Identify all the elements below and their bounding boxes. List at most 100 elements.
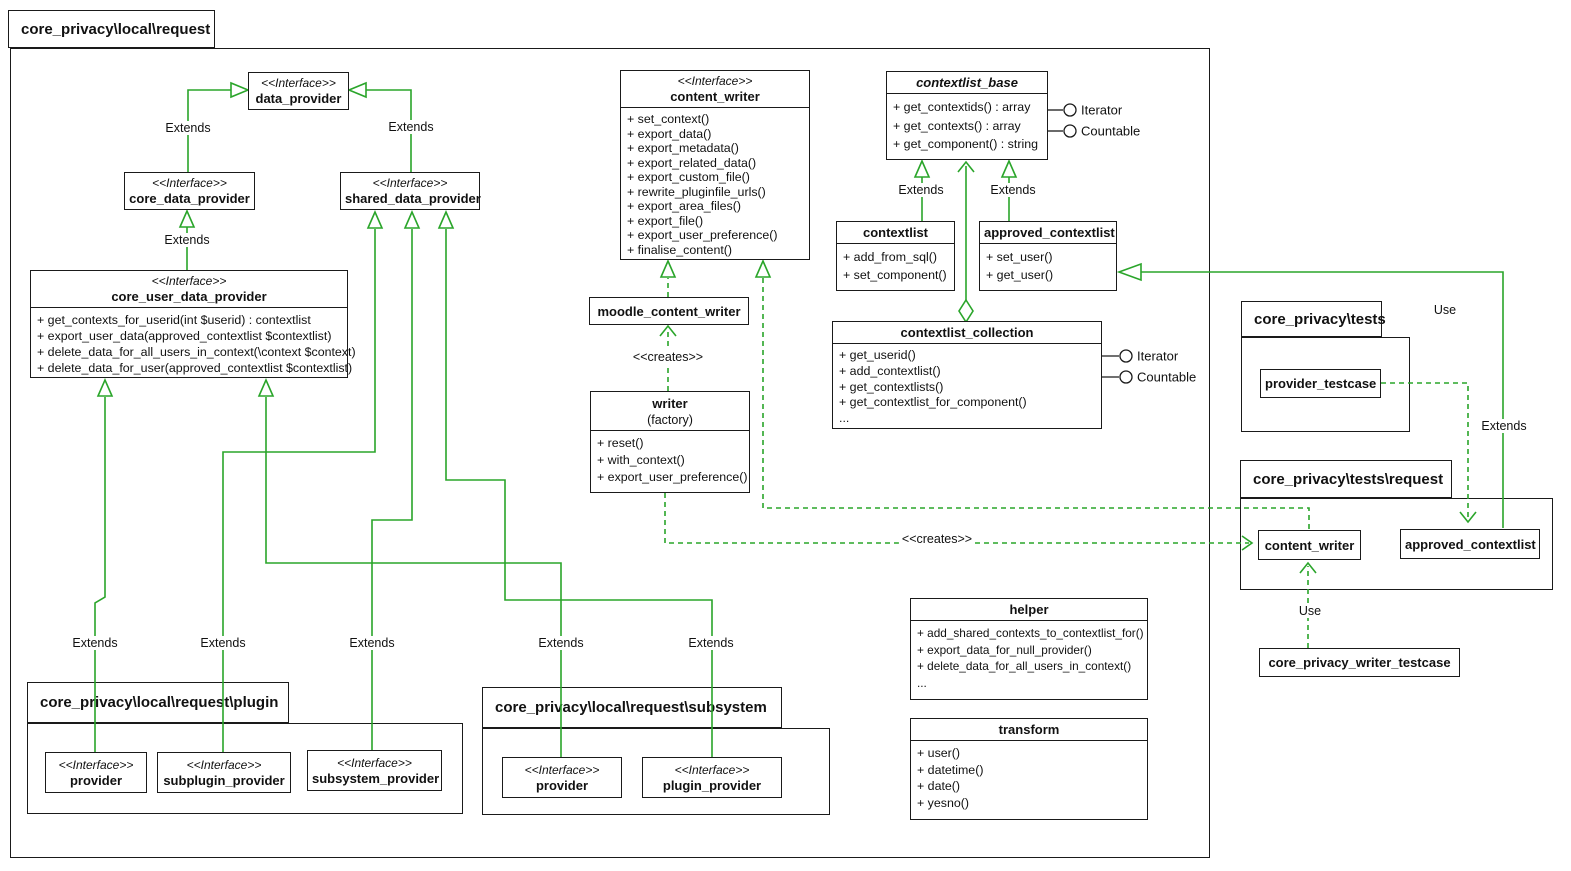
class-box-core-user-data-provider: <<Interface>> core_user_data_provider + … [30,270,356,378]
edge-label-use: Use [1430,303,1460,317]
method-list: + add_shared_contexts_to_contextlist_for… [911,621,1147,695]
class-header: transform [911,719,1147,741]
lollipop-label-iterator: Iterator [1137,348,1179,364]
edge-label-extends: Extends [162,121,214,135]
method: + export_data_for_null_provider() [917,642,1092,657]
method-list: + get_contextids() : array + get_contexts… [887,94,1047,158]
class-box-subsystem-plugin-provider: <<Interface>> plugin_provider [642,757,782,798]
method: + get_component() : string [893,137,1038,151]
method-list: + set_user()+ get_user() [980,244,1116,288]
class-name: writer [652,396,688,411]
method: + export_user_preference() [627,228,778,242]
lollipop-label-countable: Countable [1137,369,1197,385]
method: ... [839,411,850,426]
method: + rewrite_pluginfile_urls() [627,184,766,199]
edge-label-extends: Extends [385,120,437,134]
method-list: + reset()+ with_context()+ export_user_p… [591,431,749,490]
edge-label-extends: Extends [895,183,947,197]
lollipop-label-countable: Countable [1081,123,1141,139]
class-box-approved-contextlist: approved_contextlist + set_user()+ get_u… [979,221,1117,291]
method: + set_component() [843,268,947,282]
class-header: writer (factory) [591,392,749,431]
class-name: shared_data_provider [345,191,481,206]
method: + add_from_sql() [843,250,938,264]
class-name: core_privacy_writer_testcase [1268,655,1451,670]
class-header: <<Interface>> shared_data_provider [341,173,481,209]
class-box-tests-content-writer: content_writer [1258,530,1361,560]
lollipop-label-iterator: Iterator [1081,102,1123,118]
class-header: approved_contextlist [980,222,1116,244]
edge-label-creates: <<creates>> [629,350,707,364]
class-box-content-writer: <<Interface>> content_writer + set_conte… [620,70,810,260]
class-box-moodle-content-writer: moodle_content_writer [589,297,749,325]
method: + get_contextids() : array [893,100,1031,114]
stereotype: <<Interface>> [186,757,262,772]
method: + delete_data_for_user(approved_contextl… [37,361,353,375]
stereotype: <<Interface>> [151,274,227,288]
edge-label-creates: <<creates>> [898,532,976,546]
edge-label-extends: Extends [987,183,1039,197]
edge-label-extends: Extends [197,636,249,650]
package-title: core_privacy\tests [1254,310,1386,328]
package-tab-tests: core_privacy\tests [1241,301,1386,337]
method: + get_contextlist_for_component() [839,395,1027,410]
package-title: core_privacy\tests\request [1253,470,1444,488]
class-name: subplugin_provider [163,772,285,788]
method: + finalise_content() [627,242,733,257]
method: + get_userid() [839,348,916,362]
class-header: helper [911,599,1147,621]
stereotype: <<Interface>> [524,762,600,777]
package-tab-tests-request: core_privacy\tests\request [1240,460,1452,498]
edge-label-use: Use [1295,604,1325,618]
method: + export_data() [627,126,712,141]
class-name: core_user_data_provider [111,289,267,304]
method: + export_user_preference() [597,470,748,484]
class-box-subsystem-provider: <<Interface>> subsystem_provider [307,750,442,791]
method: + export_user_data(approved_contextlist … [37,329,332,343]
method-list: + get_userid()+ add_contextlist() + get_c… [833,344,1101,431]
method: + get_contexts() : array [893,118,1021,133]
class-name: helper [1009,602,1049,617]
class-box-provider-testcase: provider_testcase [1260,369,1381,398]
class-header: <<Interface>> core_data_provider [125,173,254,209]
class-name: contextlist_base [916,75,1018,90]
class-box-contextlist-base: contextlist_base + get_contextids() : ar… [886,71,1048,160]
method: + export_custom_file() [627,170,750,184]
stereotype: <<Interface>> [674,762,750,777]
method: + export_metadata() [627,141,739,155]
method: + reset() [597,436,644,450]
edge-label-extends: Extends [346,636,398,650]
class-box-transform: transform + user()+ datetime()+ date()+ … [910,718,1148,820]
class-name: content_writer [1264,537,1355,553]
method: + export_area_files() [627,199,741,213]
edge-label-extends: Extends [69,636,121,650]
class-name: provider [69,772,122,788]
package-tab-core-privacy-local-request: core_privacy\local\request [8,10,215,48]
method: + set_context() [627,112,710,126]
method: + yesno() [917,795,969,810]
stereotype: <<Interface>> [337,755,412,770]
class-header: contextlist_collection [833,322,1101,344]
class-box-contextlist: contextlist + add_from_sql() + set_compon… [836,221,955,291]
method-list: + set_context()+ export_data()+ export_m… [621,108,809,261]
method: + add_contextlist() [839,363,941,378]
class-box-subplugin-provider: <<Interface>> subplugin_provider [157,752,291,793]
method-list: + add_from_sql() + set_component() [837,244,954,288]
method: + delete_data_for_all_users_in_context() [917,659,1132,673]
method: ... [917,675,927,690]
stereotype: <<Interface>> [58,757,134,772]
stereotype: <<Interface>> [261,76,336,90]
class-header: contextlist [837,222,954,244]
class-name: core_data_provider [129,191,250,206]
edge-label-extends: Extends [161,233,213,247]
class-header: contextlist_base [887,72,1047,94]
class-name: content_writer [670,89,760,104]
package-title: core_privacy\local\request\plugin [40,694,279,711]
method: + user() [917,746,961,760]
method: + set_user() [986,250,1053,264]
class-box-helper: helper + add_shared_contexts_to_contextl… [910,598,1148,700]
class-name: approved_contextlist [984,225,1115,240]
class-name: approved_contextlist [1405,536,1536,552]
class-name: contextlist [862,225,928,240]
